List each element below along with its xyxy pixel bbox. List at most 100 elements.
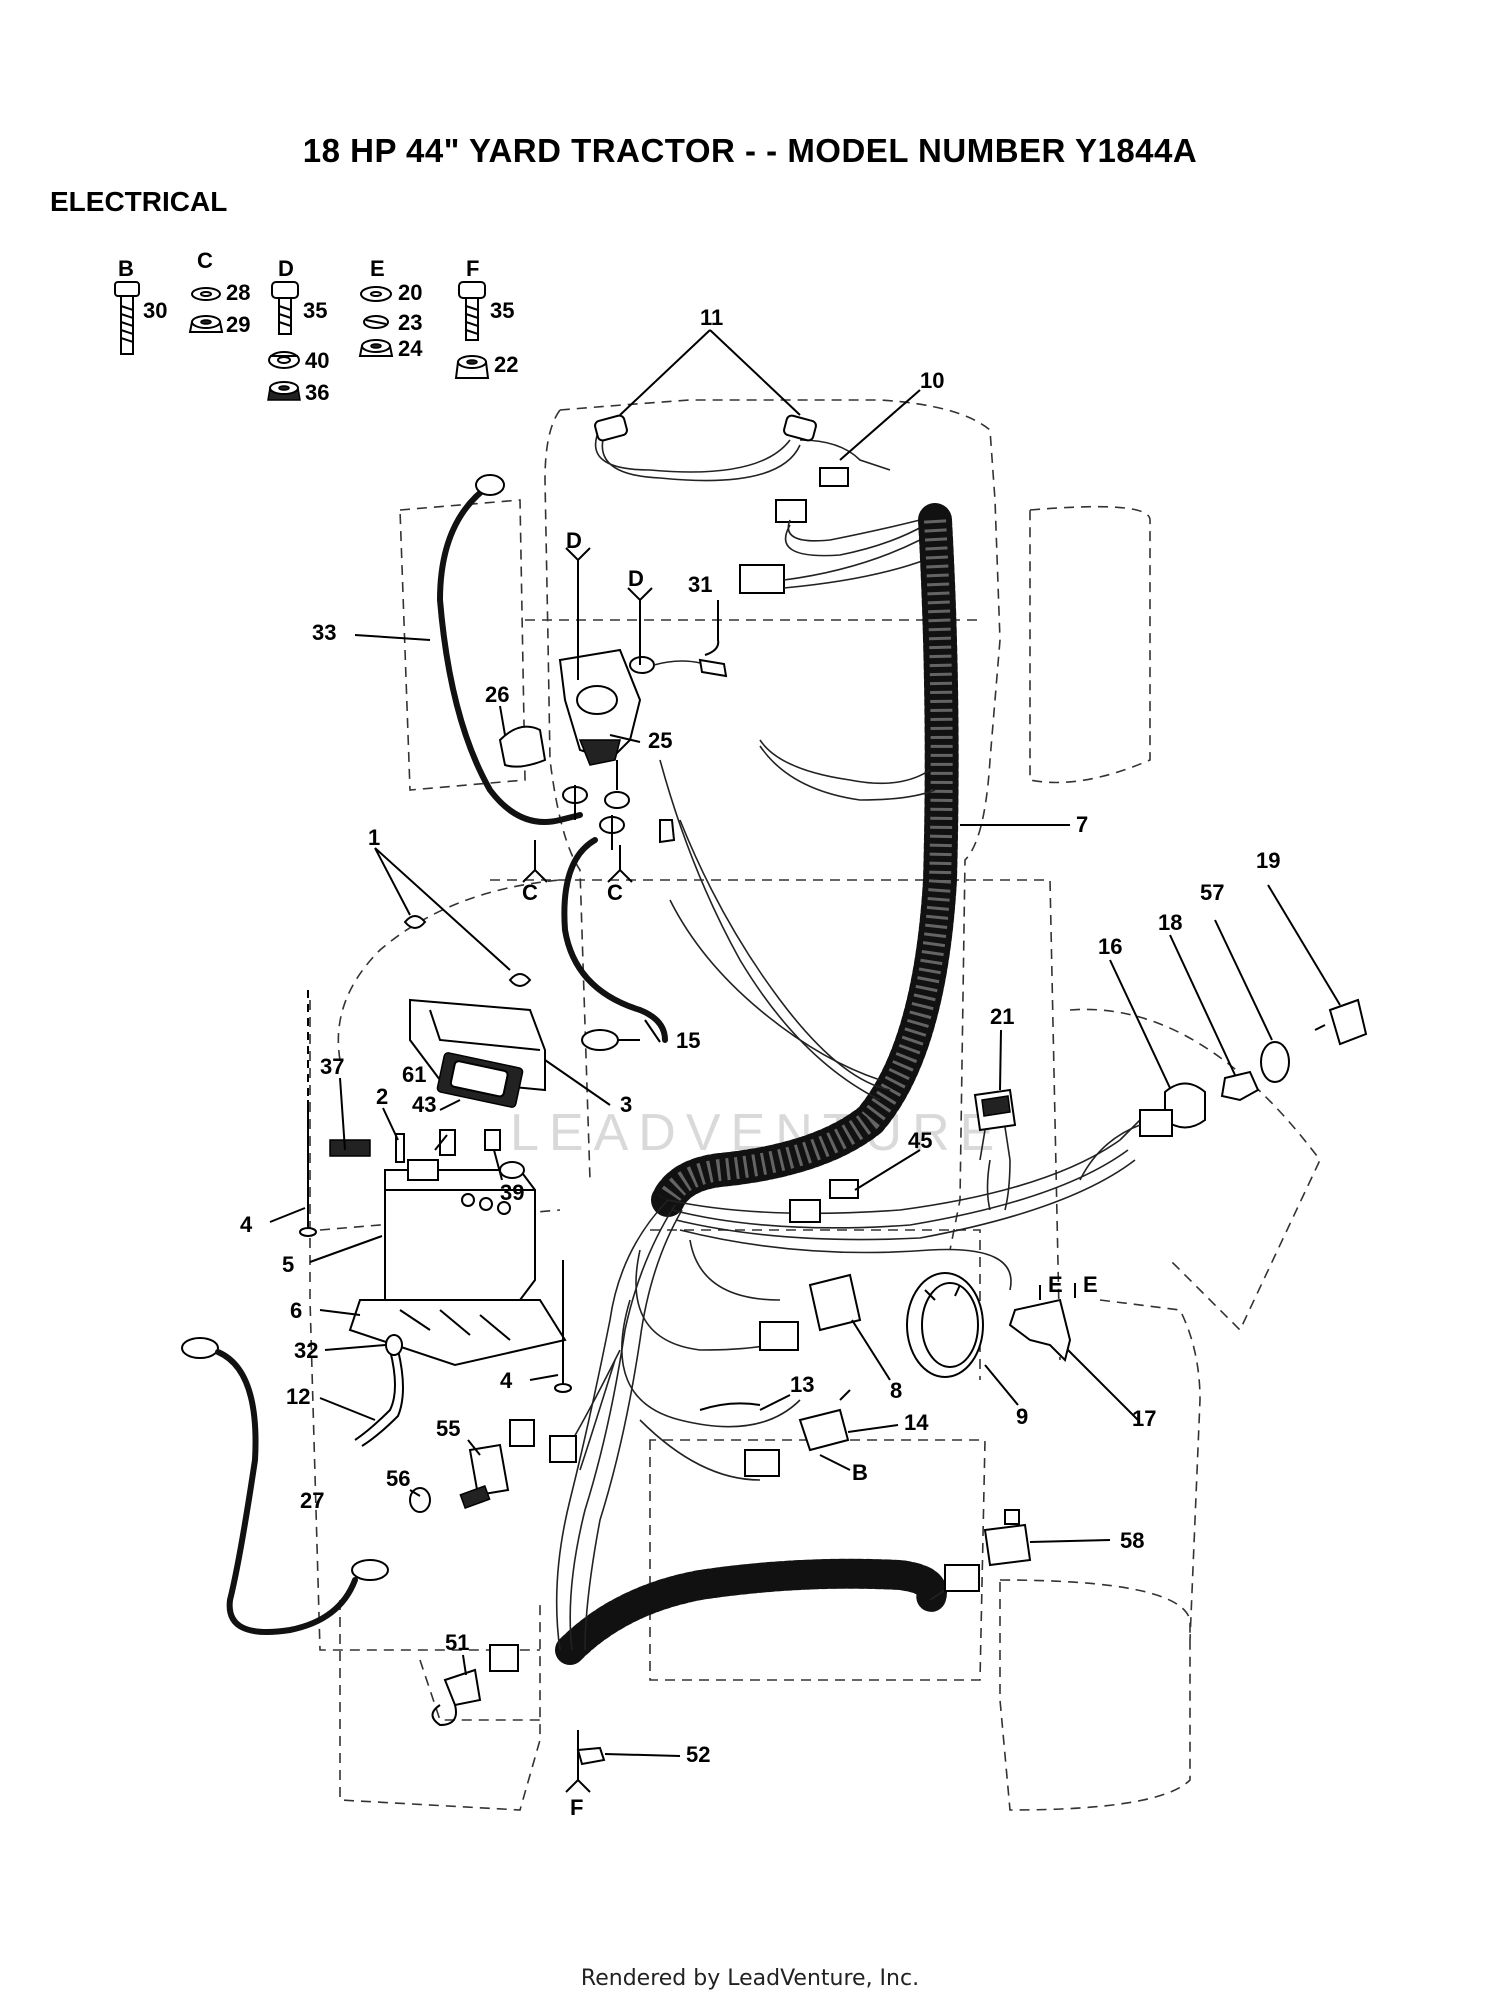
- ring-terminal-icon: [181, 1337, 219, 1359]
- bolt-icon: [114, 281, 140, 355]
- callout-32: 32: [294, 1338, 318, 1363]
- brake-switch-icon: [798, 1408, 850, 1452]
- callout-31: 31: [688, 572, 712, 597]
- callout-37: 37: [320, 1054, 344, 1079]
- ref-d: D: [566, 528, 582, 553]
- boot-icon: [498, 725, 547, 768]
- callout-10: 10: [920, 368, 944, 393]
- group-letter-d: D: [278, 256, 294, 281]
- callout-14: 14: [904, 1410, 929, 1435]
- nut-icon: [358, 339, 394, 357]
- group-ref-arrows: D D C C: [522, 528, 653, 905]
- callout-26: 26: [485, 682, 509, 707]
- connector-icon: [819, 467, 849, 487]
- relay-icon: [808, 1273, 862, 1332]
- callout-11: 11: [700, 305, 723, 330]
- part-number-28: 28: [226, 280, 250, 305]
- ground-cable-assembly: [181, 1334, 404, 1635]
- callout-4: 4: [500, 1368, 513, 1393]
- toggle-switch-icon: [468, 1443, 510, 1497]
- nut-icon: [267, 381, 301, 401]
- callout-61: 61: [402, 1062, 426, 1087]
- callout-15: 15: [676, 1028, 700, 1053]
- part-number-35: 35: [303, 298, 327, 323]
- callout-45: 45: [908, 1128, 932, 1153]
- terminal-cover-icon: [499, 1161, 525, 1179]
- vent-fitting-icon: [385, 1334, 403, 1356]
- page-title: 18 HP 44" YARD TRACTOR - - MODEL NUMBER …: [302, 132, 1198, 169]
- callout-18: 18: [1158, 910, 1182, 935]
- callout-4: 4: [240, 1212, 253, 1237]
- seat-switch-icon: [983, 1523, 1032, 1567]
- components: [409, 998, 1368, 1793]
- callout-56: 56: [386, 1466, 410, 1491]
- spacer-icon: [395, 1133, 405, 1163]
- ring-terminal-icon: [581, 1029, 619, 1051]
- wire-clip-icon: [576, 1746, 606, 1766]
- hardware-key: B 30 C 28 29 D 35 40: [114, 248, 518, 405]
- callout-55: 55: [436, 1416, 460, 1441]
- callout-52: 52: [686, 1742, 710, 1767]
- callout-27: 27: [300, 1488, 324, 1513]
- callout-21: 21: [990, 1004, 1014, 1029]
- callout-25: 25: [648, 728, 672, 753]
- nut-icon: [1220, 1070, 1260, 1102]
- terminal-icon: [629, 656, 655, 674]
- part-number-23: 23: [398, 310, 422, 335]
- part-number-20: 20: [398, 280, 422, 305]
- battery-cover-icon: [449, 1060, 509, 1098]
- callout-2: 2: [376, 1084, 388, 1109]
- terminal-icon: [439, 1129, 456, 1156]
- bolt-icon: [271, 281, 299, 335]
- section-title: ELECTRICAL: [50, 186, 228, 217]
- battery-assembly: [299, 915, 572, 1393]
- interlock-switch-icon: [443, 1668, 482, 1707]
- group-letter-f: F: [466, 256, 479, 281]
- ref-c: C: [607, 880, 623, 905]
- callout-13: 13: [790, 1372, 814, 1397]
- callout-33: 33: [312, 620, 336, 645]
- nut-icon: [454, 355, 490, 379]
- callouts: 11 10 31 33 26 25 7 1 15 3 37 2 61 43 39…: [240, 305, 1280, 1767]
- callout-7: 7: [1076, 812, 1088, 837]
- callout-1: 1: [368, 825, 380, 850]
- bezel-icon: [1260, 1041, 1290, 1083]
- connector-icon: [509, 1419, 535, 1447]
- callout-19: 19: [1256, 848, 1280, 873]
- footer-credit: Rendered by LeadVenture, Inc.: [580, 1966, 920, 1991]
- callout-57: 57: [1200, 880, 1224, 905]
- headlight-socket-icon: [594, 414, 628, 442]
- part-number-30: 30: [143, 298, 167, 323]
- lock-washer-icon: [363, 315, 389, 329]
- callout-16: 16: [1098, 934, 1122, 959]
- connector-icon: [775, 499, 807, 523]
- callout-5: 5: [282, 1252, 294, 1277]
- bolt-icon: [329, 1139, 371, 1157]
- connector-icon: [739, 564, 785, 594]
- part-number-22: 22: [494, 352, 518, 377]
- ref-c: C: [522, 880, 538, 905]
- wing-nut-icon: [508, 973, 532, 987]
- connector-icon: [744, 1449, 780, 1477]
- nut-icon: [188, 315, 224, 333]
- bracket-icon: [1008, 1298, 1072, 1362]
- callout-43: 43: [412, 1092, 436, 1117]
- part-number-36: 36: [305, 380, 329, 405]
- terminal-icon: [484, 1129, 501, 1151]
- group-letter-c: C: [197, 248, 213, 273]
- part-number-29: 29: [226, 312, 250, 337]
- ring-terminal-icon: [351, 1559, 389, 1581]
- main-harness: [555, 503, 1151, 1665]
- lock-washer-icon: [268, 351, 300, 369]
- solenoid-assembly: [436, 474, 728, 1051]
- tractor-outline: [309, 399, 1321, 1811]
- battery-tray-icon: [348, 1299, 567, 1367]
- ref-b: B: [852, 1460, 868, 1485]
- callout-39: 39: [500, 1180, 524, 1205]
- part-number-35: 35: [490, 298, 514, 323]
- ref-f: F: [570, 1795, 583, 1820]
- connector-icon: [944, 1564, 980, 1592]
- ref-d: D: [628, 566, 644, 591]
- key-icon: [1328, 998, 1368, 1046]
